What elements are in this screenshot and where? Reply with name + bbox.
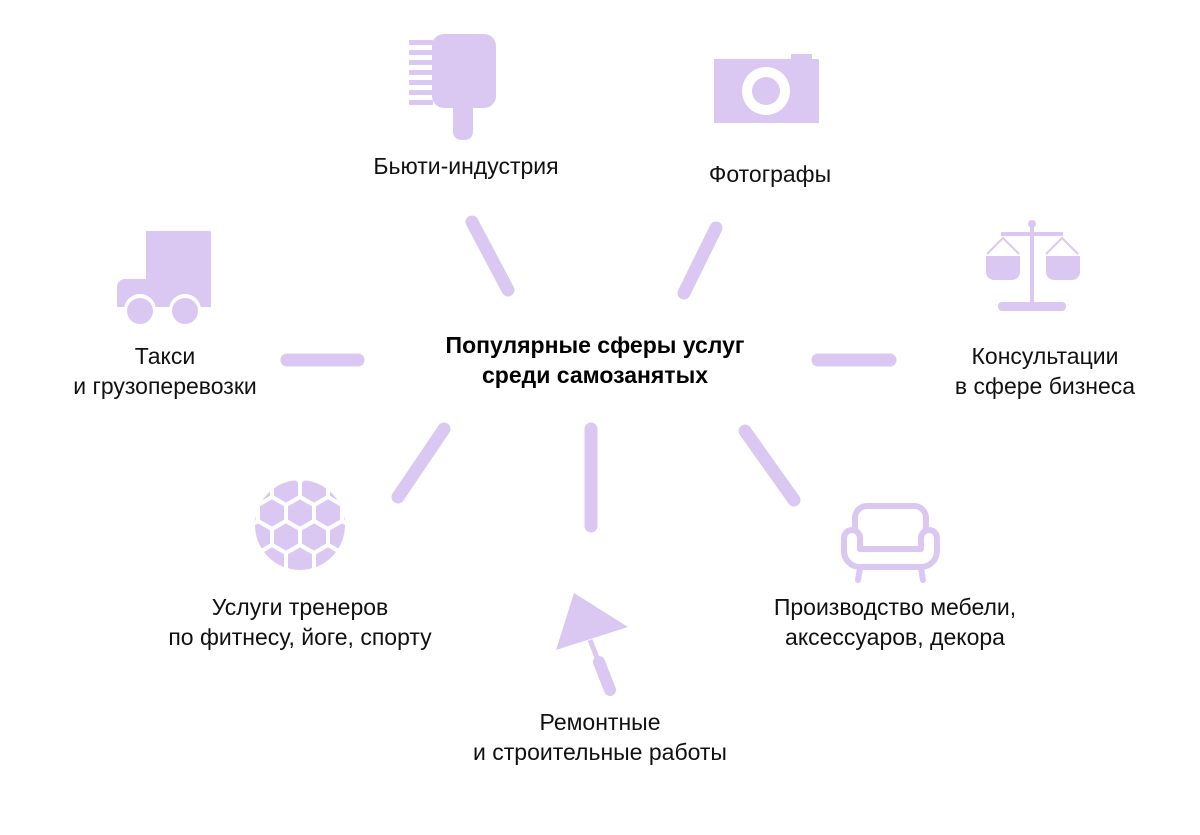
node-label-consulting: Консультации в сфере бизнеса [910, 341, 1180, 401]
label-line-2: и грузоперевозки [73, 373, 257, 399]
connector-furniture [738, 424, 801, 507]
node-label-repair: Ремонтные и строительные работы [420, 707, 780, 767]
node-label-furniture: Производство мебели, аксессуаров, декора [715, 592, 1075, 652]
trowel-icon [556, 593, 628, 696]
label-line-2: и строительные работы [473, 739, 727, 765]
node-label-photo: Фотографы [660, 159, 880, 189]
label-line-1: Производство мебели, [773, 594, 1017, 620]
label-line-1: Фотографы [708, 161, 832, 187]
diagram-title: Популярные сферы услуг среди самозанятых [380, 330, 810, 390]
comb-brush-icon [409, 34, 496, 140]
label-line-1: Бьюти-индустрия [373, 153, 559, 179]
node-label-fitness: Услуги тренеров по фитнесу, йоге, спорту [120, 592, 480, 652]
label-line-2: в сфере бизнеса [954, 373, 1136, 399]
label-line-1: Ремонтные [539, 709, 661, 735]
camera-icon [714, 54, 819, 123]
label-line-2: по фитнесу, йоге, спорту [168, 624, 432, 650]
node-label-beauty: Бьюти-индустрия [336, 151, 596, 181]
label-line-1: Консультации [971, 343, 1119, 369]
scales-icon [986, 220, 1080, 311]
node-label-taxi: Такси и грузоперевозки [30, 341, 300, 401]
label-line-2: аксессуаров, декора [785, 624, 1005, 650]
title-line-1: Популярные сферы услуг [445, 332, 745, 358]
connector-lines [280, 215, 897, 533]
connector-photo [677, 221, 723, 300]
armchair-icon [841, 503, 940, 583]
ball-icon [255, 480, 345, 570]
title-line-2: среди самозанятых [481, 362, 708, 388]
connector-fitness [391, 422, 451, 504]
connector-beauty [465, 215, 515, 297]
truck-icon [117, 231, 211, 326]
label-line-1: Услуги тренеров [211, 594, 389, 620]
label-line-1: Такси [134, 343, 196, 369]
